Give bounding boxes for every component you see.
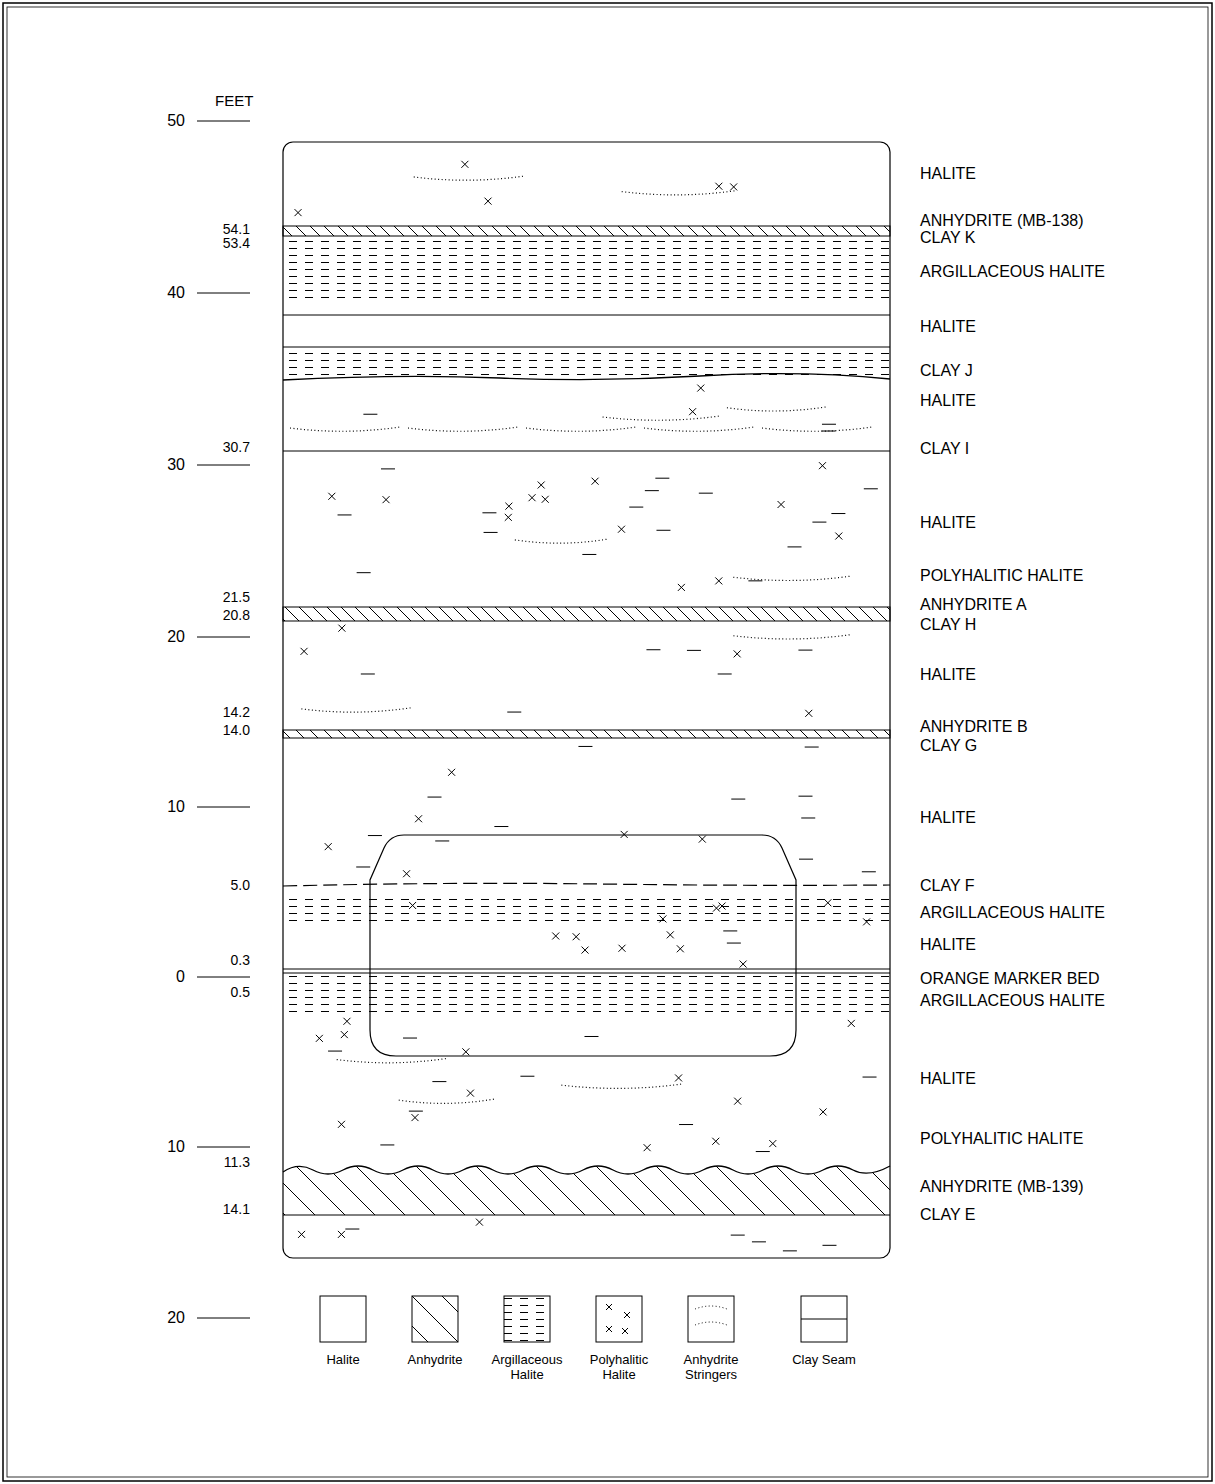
legend-swatch [800, 1295, 848, 1343]
layer-name: ARGILLACEOUS HALITE [920, 992, 1105, 1010]
frame [7, 7, 1208, 1477]
legend-swatch [595, 1295, 643, 1343]
legend-text: Clay Seam [781, 1353, 867, 1368]
scale-number: 0 [176, 968, 185, 986]
layer-name: CLAY K [920, 229, 975, 247]
layer-name: HALITE [920, 165, 976, 183]
legend-item: Polyhalitic Halite [576, 1295, 662, 1383]
layer-name: CLAY I [920, 440, 969, 458]
legend-swatch [503, 1295, 551, 1343]
layer-name: CLAY E [920, 1206, 975, 1224]
legend-text: Argillaceous Halite [484, 1353, 570, 1383]
layer-name: ANHYDRITE (MB-138) [920, 212, 1084, 230]
scale-ticks [197, 121, 250, 1318]
axis-unit: FEET [215, 93, 253, 110]
depth-value: 14.0 [223, 723, 250, 738]
scale-number: 10 [167, 1138, 185, 1156]
depth-value: 21.5 [223, 590, 250, 605]
layer-name: HALITE [920, 514, 976, 532]
legend-swatch [319, 1295, 367, 1343]
scale-number: 40 [167, 284, 185, 302]
layer-name: HALITE [920, 809, 976, 827]
legend-text: Polyhalitic Halite [576, 1353, 662, 1383]
layer-name: ORANGE MARKER BED [920, 970, 1100, 988]
scale-number: 20 [167, 628, 185, 646]
frame [3, 3, 1212, 1481]
layer-name: HALITE [920, 392, 976, 410]
layers [283, 226, 890, 1216]
excavation-outline [370, 835, 796, 1056]
layer-name: CLAY G [920, 737, 977, 755]
scale-number: 30 [167, 456, 185, 474]
layer-name: HALITE [920, 936, 976, 954]
layer-name: HALITE [920, 666, 976, 684]
legend-item: Anhydrite [392, 1295, 478, 1368]
scale-number: 10 [167, 798, 185, 816]
legend-text: Halite [300, 1353, 386, 1368]
depth-value: 11.3 [224, 1155, 250, 1170]
layer-name: HALITE [920, 1070, 976, 1088]
depth-value: 20.8 [223, 608, 250, 623]
scale-number: 20 [167, 1309, 185, 1327]
layer-name: CLAY J [920, 362, 973, 380]
legend-swatch [411, 1295, 459, 1343]
depth-value: 0.5 [231, 985, 250, 1000]
depth-value: 30.7 [223, 440, 250, 455]
legend-item: Halite [300, 1295, 386, 1368]
layer-name: ANHYDRITE B [920, 718, 1028, 736]
depth-value: 53.4 [223, 236, 250, 251]
layer-name: ARGILLACEOUS HALITE [920, 263, 1105, 281]
scale-number: 50 [167, 112, 185, 130]
legend-text: Anhydrite Stringers [668, 1353, 754, 1383]
legend-item: Argillaceous Halite [484, 1295, 570, 1383]
legend-item: Anhydrite Stringers [668, 1295, 754, 1383]
depth-value: 14.1 [223, 1202, 250, 1217]
layer-name: ARGILLACEOUS HALITE [920, 904, 1105, 922]
legend-item: Clay Seam [781, 1295, 867, 1368]
layer-name: HALITE [920, 318, 976, 336]
depth-value: 14.2 [223, 705, 250, 720]
layer-name: POLYHALITIC HALITE [920, 567, 1083, 585]
layer-name: ANHYDRITE (MB-139) [920, 1178, 1084, 1196]
layer-name: CLAY H [920, 616, 976, 634]
depth-value: 0.3 [231, 953, 250, 968]
halite-symbols [290, 161, 878, 1251]
layer-name: CLAY F [920, 877, 975, 895]
legend-swatch [687, 1295, 735, 1343]
legend-text: Anhydrite [392, 1353, 478, 1368]
layer-name: POLYHALITIC HALITE [920, 1130, 1083, 1148]
core-column [283, 142, 890, 1258]
depth-value: 5.0 [231, 878, 250, 893]
layer-name: ANHYDRITE A [920, 596, 1027, 614]
